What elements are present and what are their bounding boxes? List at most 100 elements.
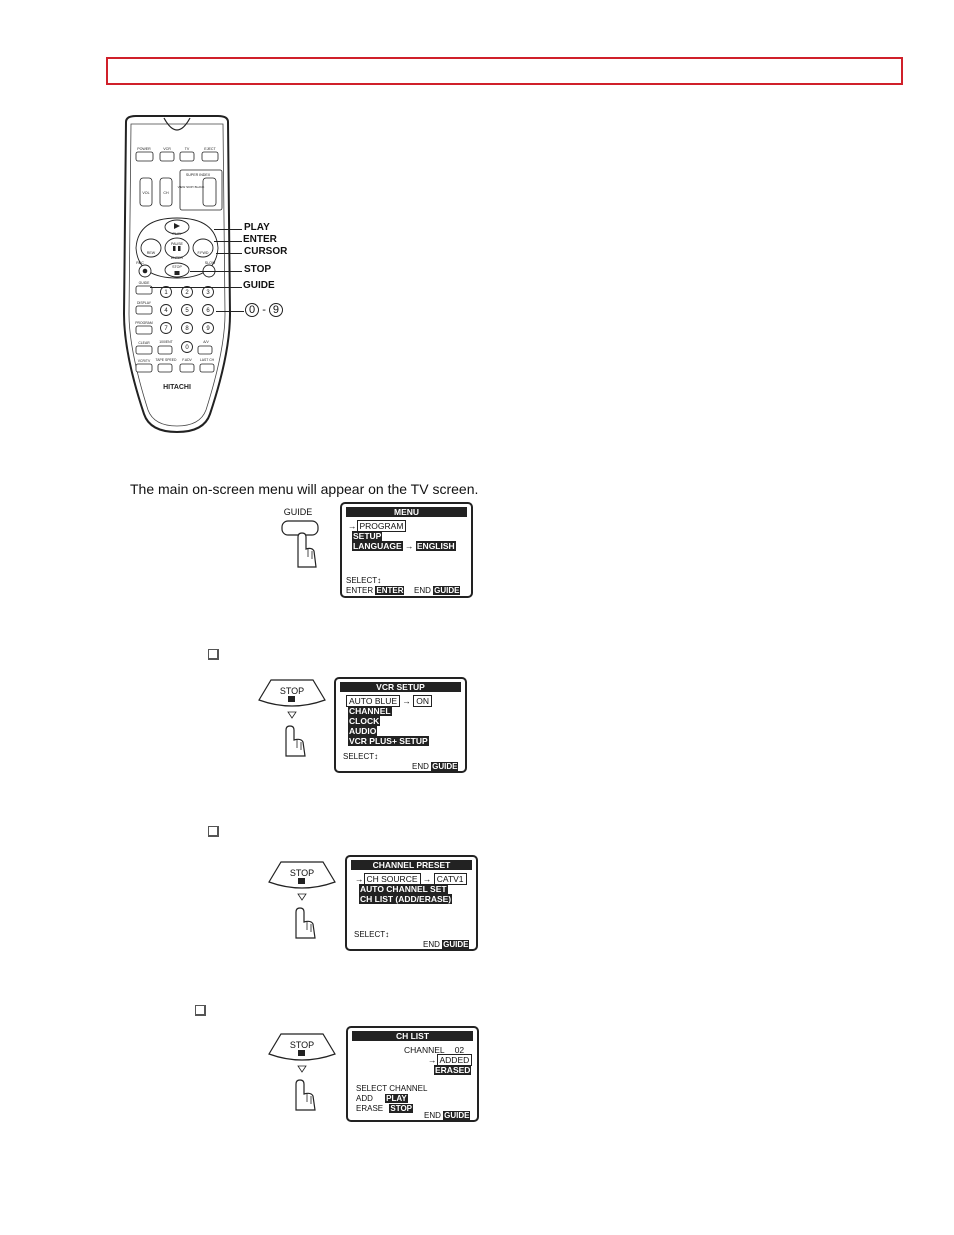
remote-digit-7: 7 [164, 326, 168, 332]
remote-vcrtv-label: VCR/TV [138, 359, 151, 363]
stop-button-press-illustration-3 [268, 1033, 336, 1111]
remote-guide-label: GUIDE [139, 281, 150, 285]
stop-button-press-illustration-1 [258, 679, 326, 757]
remote-clear-label: CLEAR [138, 341, 150, 345]
vcr-setup-title: VCR SETUP [340, 682, 461, 692]
vcr-setup-auto-blue: AUTO BLUE → ON [346, 695, 433, 707]
remote-fadv-label: F.ADV [182, 358, 192, 362]
remote-lastch-label: LAST CH [200, 358, 215, 362]
menu-screen-title: MENU [346, 507, 467, 517]
callout-digit-nine: 9 [268, 303, 284, 317]
remote-vcr-label: VCR [163, 147, 171, 151]
remote-pause-label: PAUSE [171, 242, 184, 246]
ch-list-erase-key: STOP [389, 1104, 413, 1113]
vcr-setup-channel: CHANNEL [348, 706, 392, 716]
remote-display-label: DISPLAY [137, 301, 152, 305]
channel-preset-ch-source-value: CATV1 [433, 873, 467, 885]
channel-preset-footer-end-key: GUIDE [442, 940, 470, 949]
remote-stop-label: STOP [172, 265, 182, 269]
ch-list-erased-text: ERASED [434, 1065, 472, 1075]
callout-digit-zero: 0 [245, 303, 260, 317]
vcr-setup-audio: AUDIO [348, 726, 378, 736]
channel-preset-ch-list: CH LIST (ADD/ERASE) [359, 894, 453, 904]
ch-list-title: CH LIST [352, 1031, 473, 1041]
remote-tv-label: TV [185, 147, 190, 151]
menu-item-language: LANGUAGE → ENGLISH [352, 541, 456, 551]
callout-digits: 0 - 9 [245, 303, 284, 317]
remote-digit-4: 4 [164, 308, 168, 314]
remote-digit-6: 6 [206, 308, 210, 314]
menu-footer-end-key: GUIDE [433, 586, 461, 595]
ch-list-footer-end: END GUIDE [424, 1111, 471, 1120]
guide-leader-line [150, 287, 242, 288]
callout-cursor: CURSOR [244, 246, 288, 257]
remote-program-label: PROGRAM [135, 321, 153, 325]
channel-preset-auto-set-text: AUTO CHANNEL SET [359, 884, 448, 894]
stop-leader-line [190, 271, 242, 272]
vcr-setup-vcr-plus-text: VCR PLUS+ SETUP [348, 736, 429, 746]
vcr-setup-vcr-plus: VCR PLUS+ SETUP [348, 736, 429, 746]
ch-list-add-key: PLAY [385, 1094, 408, 1103]
ch-list-select-channel: SELECT CHANNEL [356, 1084, 428, 1093]
menu-footer-end-text: END [414, 586, 431, 595]
ch-list-erased: ERASED [434, 1065, 472, 1075]
remote-enter-label: ENTER [171, 256, 184, 260]
remote-ffwd-label: F.FWD [198, 251, 209, 255]
channel-preset-screen: CHANNEL PRESET →CH SOURCE → CATV1 AUTO C… [345, 855, 478, 951]
channel-preset-footer-select-text: SELECT [354, 930, 386, 939]
remote-super-index-label: SUPER INDEX [186, 173, 211, 177]
menu-footer-enter-text: ENTER [346, 586, 374, 595]
vcr-setup-auto-blue-text: AUTO BLUE [346, 695, 401, 707]
callout-enter: ENTER [243, 234, 277, 245]
remote-slow-label: SLOW [205, 261, 216, 265]
remote-view-skip-label: VIEW SKIP/ BLANK [178, 185, 205, 189]
menu-footer-enter-key: ENTER [375, 586, 405, 595]
ch-list-channel-row: CHANNEL 02 [404, 1045, 464, 1055]
callout-stop: STOP [244, 264, 272, 275]
vcr-setup-footer-end-text: END [412, 762, 429, 771]
callout-play: PLAY [244, 222, 270, 233]
menu-item-setup-text: SETUP [352, 531, 383, 541]
step3-checkbox-icon [208, 826, 219, 837]
remote-digit-0: 0 [185, 345, 189, 351]
cursor-leader-line [216, 253, 242, 254]
remote-digit-8: 8 [185, 326, 189, 332]
ch-list-channel-value: 02 [454, 1045, 465, 1055]
menu-item-language-value: ENGLISH [415, 541, 456, 551]
ch-list-add-label: ADD [356, 1094, 373, 1103]
remote-brand-logo: HITACHI [163, 384, 191, 391]
remote-vol-label: VOL [142, 191, 149, 195]
ch-list-added: →ADDED [428, 1054, 473, 1066]
remote-av-label: A/V [203, 340, 209, 344]
channel-preset-ch-list-text: CH LIST (ADD/ERASE) [359, 894, 453, 904]
vcr-setup-footer-end-key: GUIDE [431, 762, 459, 771]
guide-button-label: GUIDE [283, 507, 313, 517]
channel-preset-footer-end-text: END [423, 940, 440, 949]
vcr-setup-clock: CLOCK [348, 716, 381, 726]
vcr-setup-footer-select-text: SELECT [343, 752, 375, 761]
digits-leader-line [216, 311, 244, 312]
ch-list-erase-label: ERASE [356, 1104, 384, 1113]
ch-list-erase-row: ERASE STOP [356, 1104, 413, 1114]
menu-caption: The main on-screen menu will appear on t… [130, 481, 479, 497]
menu-item-program: →PROGRAM [348, 520, 407, 532]
remote-eject-label: EJECT [204, 147, 216, 151]
step2-checkbox-icon [208, 649, 219, 660]
remote-tapespeed-label: TAPE SPEED [155, 358, 177, 362]
remote-ch-label: CH [163, 191, 169, 195]
vcr-setup-channel-text: CHANNEL [348, 706, 392, 716]
callout-digit-dash: - [262, 304, 266, 316]
menu-screen: MENU →PROGRAM SETUP LANGUAGE → ENGLISH S… [340, 502, 473, 598]
remote-digit-2: 2 [185, 290, 189, 296]
header-frame [106, 57, 903, 85]
channel-preset-footer-end: END GUIDE [423, 940, 470, 949]
remote-rec-label: REC [136, 261, 144, 265]
enter-leader-line [214, 241, 242, 242]
menu-item-program-text: PROGRAM [356, 520, 407, 532]
menu-footer-select-text: SELECT [346, 576, 378, 585]
vcr-setup-footer-end: END GUIDE [412, 762, 459, 771]
channel-preset-footer-select: SELECT↕ [354, 930, 390, 939]
vcr-setup-footer-select: SELECT↕ [343, 752, 379, 761]
remote-digit-3: 3 [206, 290, 210, 296]
menu-footer-enter: ENTER ENTER [346, 586, 405, 596]
